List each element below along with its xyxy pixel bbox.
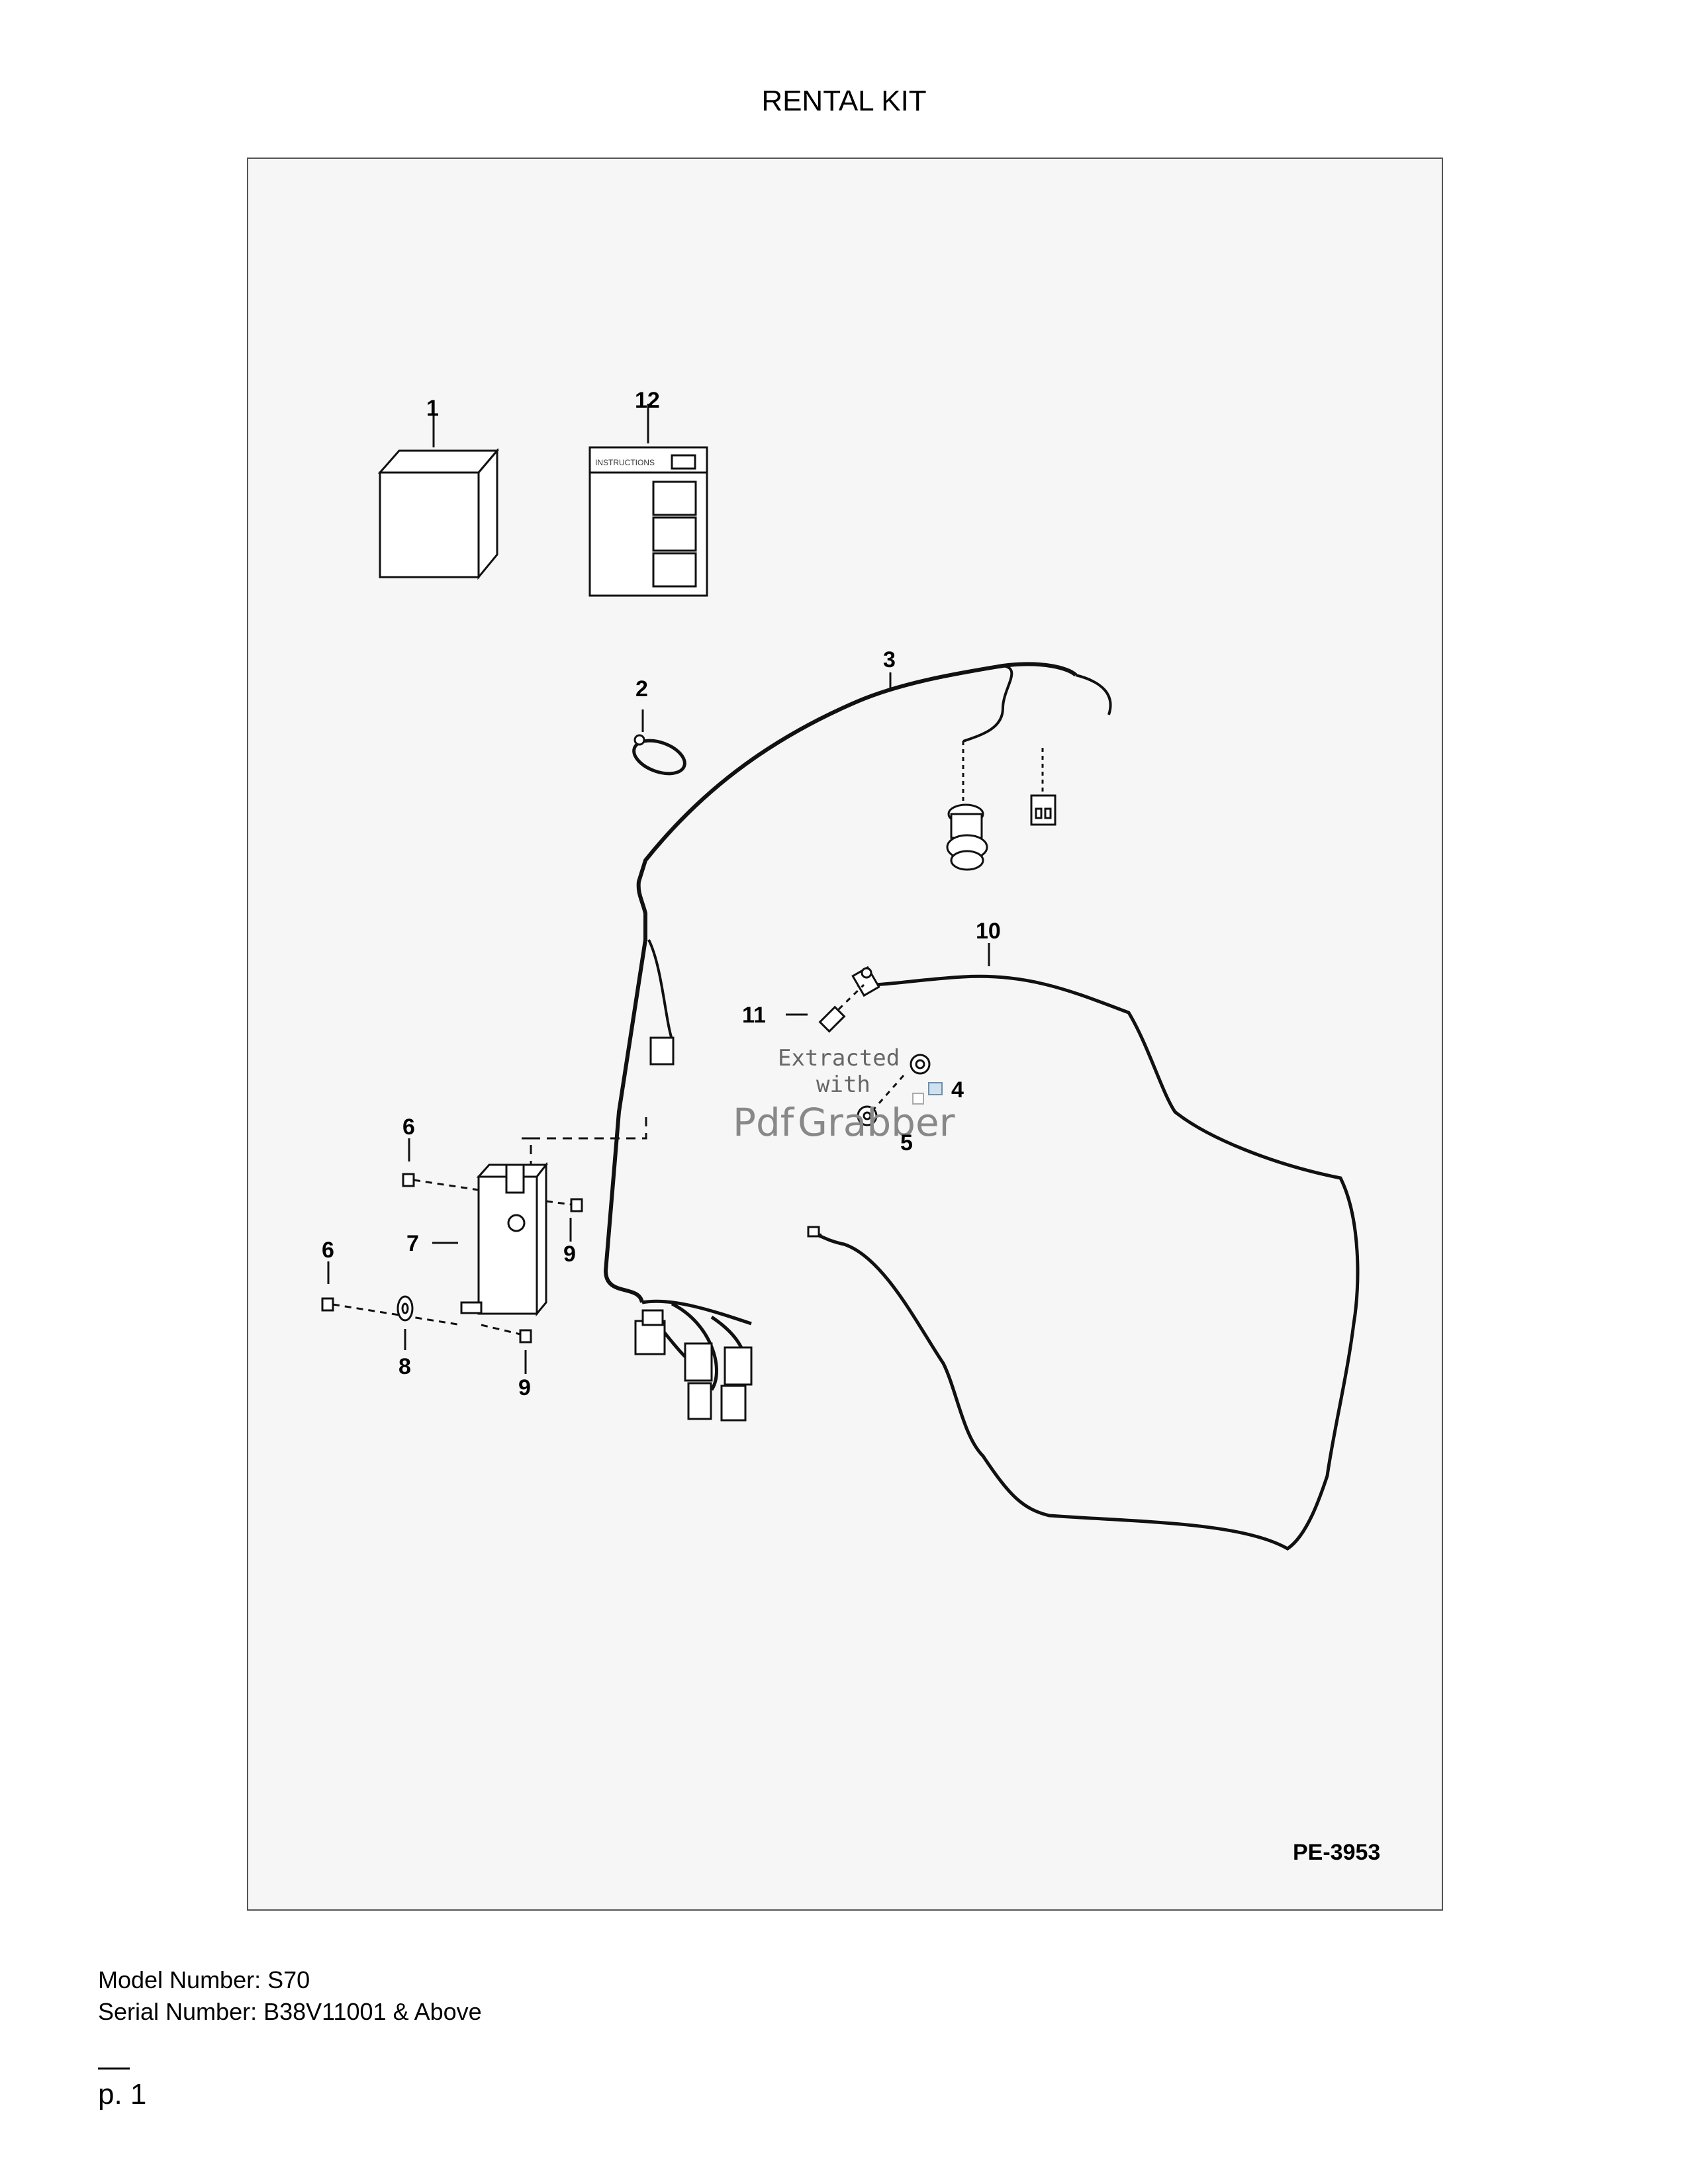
callout-2: 2 <box>635 676 648 702</box>
wire-terminal-part <box>851 966 880 997</box>
parts-diagram-frame: INSTRUCTIONS Extracted with Pdf Grabber … <box>247 158 1443 1911</box>
clip-part <box>857 1105 878 1126</box>
callout-6-lower: 6 <box>322 1238 334 1263</box>
instructions-label: INSTRUCTIONS <box>595 458 655 467</box>
callout-9-upper: 9 <box>563 1242 576 1267</box>
washer-part <box>397 1295 414 1322</box>
page-number-rule <box>98 2068 130 2070</box>
callout-4: 4 <box>951 1077 964 1103</box>
callout-9-lower: 9 <box>518 1375 531 1400</box>
callout-5: 5 <box>900 1130 913 1156</box>
watermark-brand-b: Grabber <box>798 1100 955 1145</box>
main-harness-part <box>603 662 1112 1398</box>
sensor-part <box>818 983 865 1033</box>
callout-12: 12 <box>635 388 660 413</box>
serial-number: Serial Number: B38V11001 & Above <box>98 1998 482 2025</box>
watermark-brand-a: Pdf <box>733 1100 795 1145</box>
callout-10: 10 <box>976 919 1001 944</box>
nut-part-lower <box>481 1324 532 1343</box>
callout-6-upper: 6 <box>402 1115 415 1140</box>
callout-8: 8 <box>399 1354 411 1379</box>
model-number: Model Number: S70 <box>98 1966 310 1993</box>
parts-diagram: INSTRUCTIONS Extracted with Pdf Grabber … <box>321 388 1380 1865</box>
callout-1: 1 <box>426 396 439 421</box>
control-module-part <box>460 1161 549 1317</box>
key-switch-part <box>946 741 988 871</box>
instruction-sheet-part <box>588 446 708 597</box>
page-title: RENTAL KIT <box>761 85 927 117</box>
page-number: p. 1 <box>98 2078 147 2111</box>
model-info: Model Number: S70 Serial Number: B38V110… <box>98 1964 482 2028</box>
callout-7: 7 <box>406 1231 419 1256</box>
cable-tie-part <box>632 734 686 776</box>
figure-id: PE-3953 <box>1293 1840 1380 1865</box>
kit-box-part <box>377 447 500 580</box>
nut-part-upper <box>545 1198 583 1212</box>
bolt-part-upper <box>402 1173 479 1191</box>
callout-11: 11 <box>742 1003 766 1028</box>
connector-plug-part <box>1030 748 1056 826</box>
watermark-line1: Extracted <box>778 1045 900 1071</box>
bolt-part-lower <box>321 1297 462 1326</box>
callout-3: 3 <box>883 647 896 672</box>
grommet-part <box>910 1054 931 1075</box>
watermark-line2: with <box>816 1071 870 1098</box>
